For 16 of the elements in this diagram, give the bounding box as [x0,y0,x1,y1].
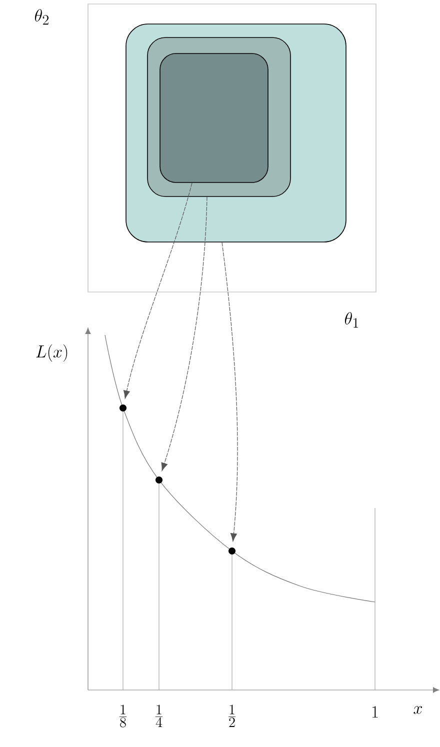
axis-label: $\theta_1$ [344,312,358,328]
point-dot [156,476,162,484]
axis-label: $L(x)$ [36,344,68,362]
point-dot [120,404,126,412]
axis-label: $\theta_2$ [34,9,48,25]
arrow [222,242,238,542]
contour-region [160,53,268,183]
tick-label: $\frac{1}{4}$ [155,704,163,728]
tick-label: $\frac{1}{8}$ [119,704,127,728]
plot-frame [88,4,376,292]
arrow [124,182,192,399]
tick-label: $\frac{1}{2}$ [228,704,236,728]
tick-label: $1$ [372,706,378,718]
axis-label: $x$ [414,706,422,714]
arrow [161,196,208,471]
point-dot [228,548,236,554]
